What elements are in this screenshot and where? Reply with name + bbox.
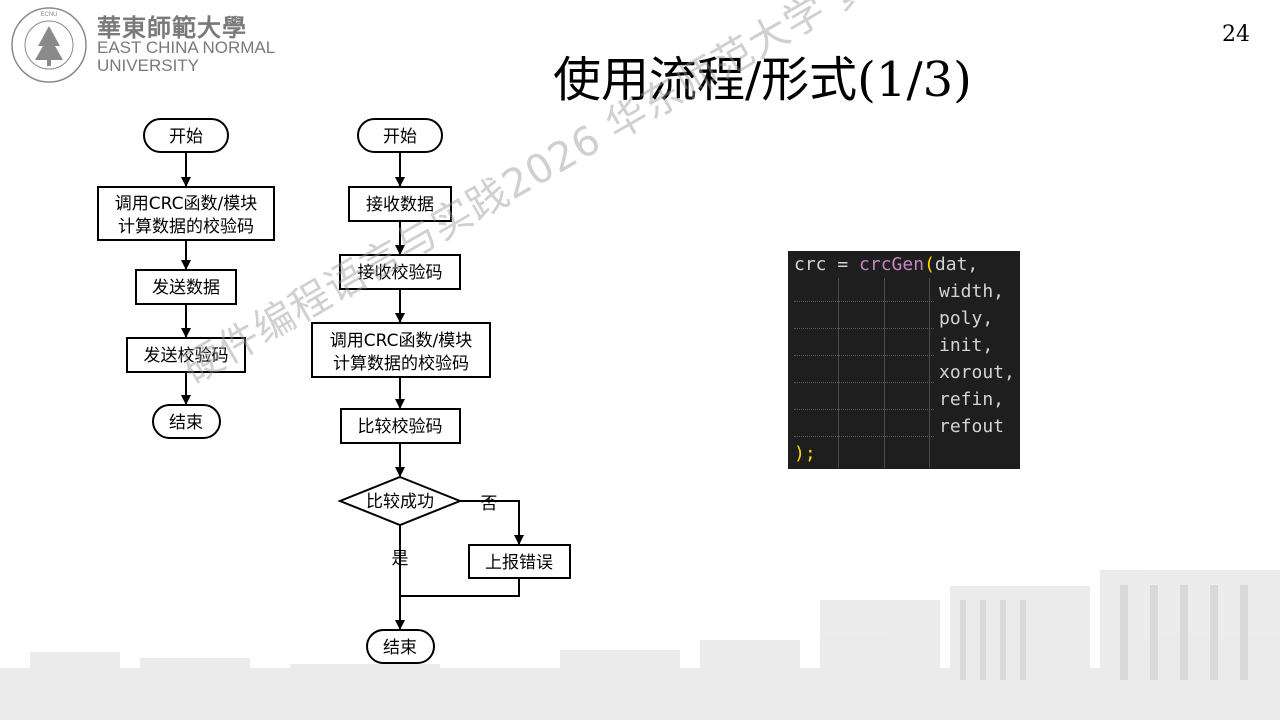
- whitespace-dots: [794, 301, 934, 302]
- code-line-4: init,: [939, 332, 993, 359]
- code-line-2: width,: [939, 278, 1004, 305]
- right-error-label: 上报错误: [485, 553, 553, 573]
- code-line-8: );: [794, 440, 816, 467]
- right-decision-label: 比较成功: [366, 492, 434, 512]
- indent-guide: [838, 278, 839, 468]
- right-step4-label: 比较校验码: [358, 417, 443, 437]
- right-step3-label-1: 调用CRC函数/模块: [330, 331, 472, 351]
- code-assign: crc =: [794, 254, 859, 275]
- code-open-paren: (: [924, 254, 935, 275]
- code-line-1: crc = crcGen(dat,: [794, 251, 978, 278]
- code-function-name: crcGen: [859, 254, 924, 275]
- code-arg: dat,: [935, 254, 978, 275]
- code-line-6: refin,: [939, 386, 1004, 413]
- whitespace-dots: [794, 409, 934, 410]
- whitespace-dots: [794, 355, 934, 356]
- left-step1-label-2: 计算数据的校验码: [118, 217, 254, 237]
- code-line-7: refout: [939, 413, 1004, 440]
- right-no-label: 否: [481, 494, 498, 514]
- whitespace-dots: [794, 328, 934, 329]
- whitespace-dots: [794, 436, 934, 437]
- indent-guide: [884, 278, 885, 468]
- right-start-label: 开始: [383, 127, 417, 147]
- right-yes-label: 是: [392, 549, 409, 569]
- left-start-label: 开始: [169, 127, 203, 147]
- right-arrow-error-merge: [400, 578, 519, 596]
- right-end-label: 结束: [383, 638, 417, 658]
- code-line-5: xorout,: [939, 359, 1015, 386]
- code-snippet-panel: crc = crcGen(dat, width, poly, init, xor…: [788, 251, 1020, 469]
- indent-guide: [929, 278, 930, 468]
- left-end-label: 结束: [169, 413, 203, 433]
- right-step3-label-2: 计算数据的校验码: [333, 354, 469, 374]
- code-line-3: poly,: [939, 305, 993, 332]
- left-step1-label-1: 调用CRC函数/模块: [115, 194, 257, 214]
- left-step2-label: 发送数据: [152, 278, 220, 298]
- whitespace-dots: [794, 382, 934, 383]
